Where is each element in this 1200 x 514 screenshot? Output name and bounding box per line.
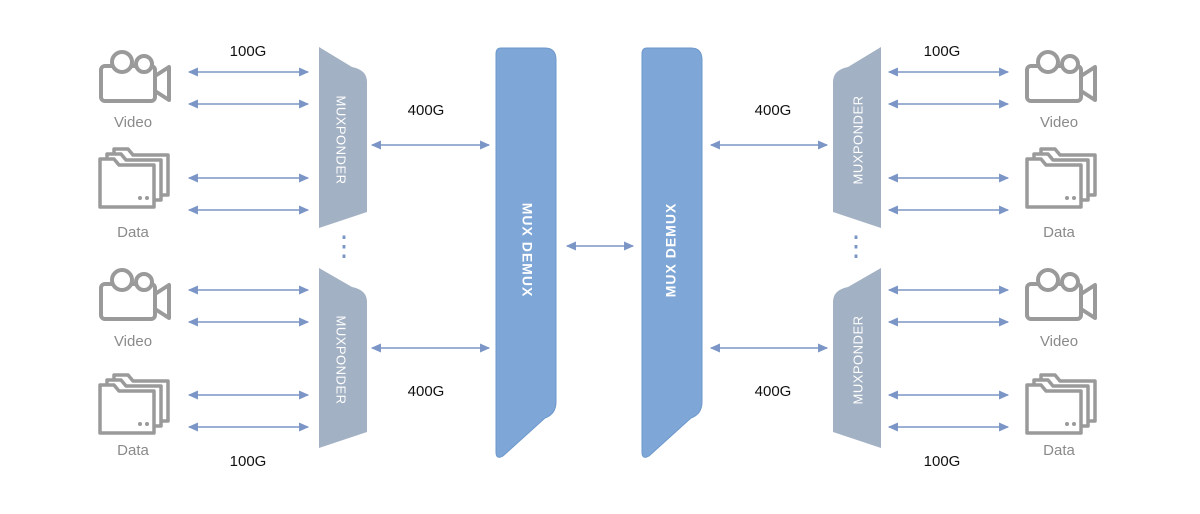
muxponder-right-bottom xyxy=(833,268,881,448)
speed-label-100g: 100G xyxy=(230,43,267,60)
folder-stack-icon xyxy=(1025,373,1097,435)
device-label-data: Data xyxy=(117,224,149,241)
video-camera-icon xyxy=(1025,50,1097,103)
muxponder-left-bottom xyxy=(319,268,367,448)
device-label-video: Video xyxy=(1040,114,1078,131)
video-camera-icon xyxy=(1025,268,1097,321)
device-label-video: Video xyxy=(114,114,152,131)
folder-stack-icon xyxy=(98,147,170,209)
muxponder-right-top-label: MUXPONDER xyxy=(850,95,865,184)
speed-label-400g: 400G xyxy=(408,383,445,400)
speed-label-100g: 100G xyxy=(924,43,961,60)
mux-demux-left-label: MUX DEMUX xyxy=(519,203,535,298)
muxponder-left-bottom-label: MUXPONDER xyxy=(334,315,349,404)
device-label-data: Data xyxy=(1043,224,1075,241)
vertical-ellipsis-left: ⋮ xyxy=(330,230,358,261)
arrows-400g xyxy=(370,140,829,353)
speed-label-400g: 400G xyxy=(755,102,792,119)
device-label-video: Video xyxy=(1040,333,1078,350)
speed-label-400g: 400G xyxy=(755,383,792,400)
mux-demux-right-label: MUX DEMUX xyxy=(663,203,679,298)
mux-demux-right xyxy=(641,47,703,458)
video-camera-icon xyxy=(99,268,171,321)
device-label-data: Data xyxy=(1043,442,1075,459)
speed-label-400g: 400G xyxy=(408,102,445,119)
vertical-ellipsis-right: ⋮ xyxy=(842,230,870,261)
speed-label-100g: 100G xyxy=(230,453,267,470)
muxponder-left-top-label: MUXPONDER xyxy=(334,95,349,184)
device-label-video: Video xyxy=(114,333,152,350)
video-camera-icon xyxy=(99,50,171,103)
muxponder-left-top xyxy=(319,47,367,228)
speed-label-100g: 100G xyxy=(924,453,961,470)
folder-stack-icon xyxy=(98,373,170,435)
device-label-data: Data xyxy=(117,442,149,459)
arrows-right-clients xyxy=(887,67,1010,432)
mux-demux-left xyxy=(495,47,557,458)
muxponder-right-bottom-label: MUXPONDER xyxy=(850,315,865,404)
folder-stack-icon xyxy=(1025,147,1097,209)
muxponder-right-top xyxy=(833,47,881,228)
arrows-left-clients xyxy=(187,67,310,432)
